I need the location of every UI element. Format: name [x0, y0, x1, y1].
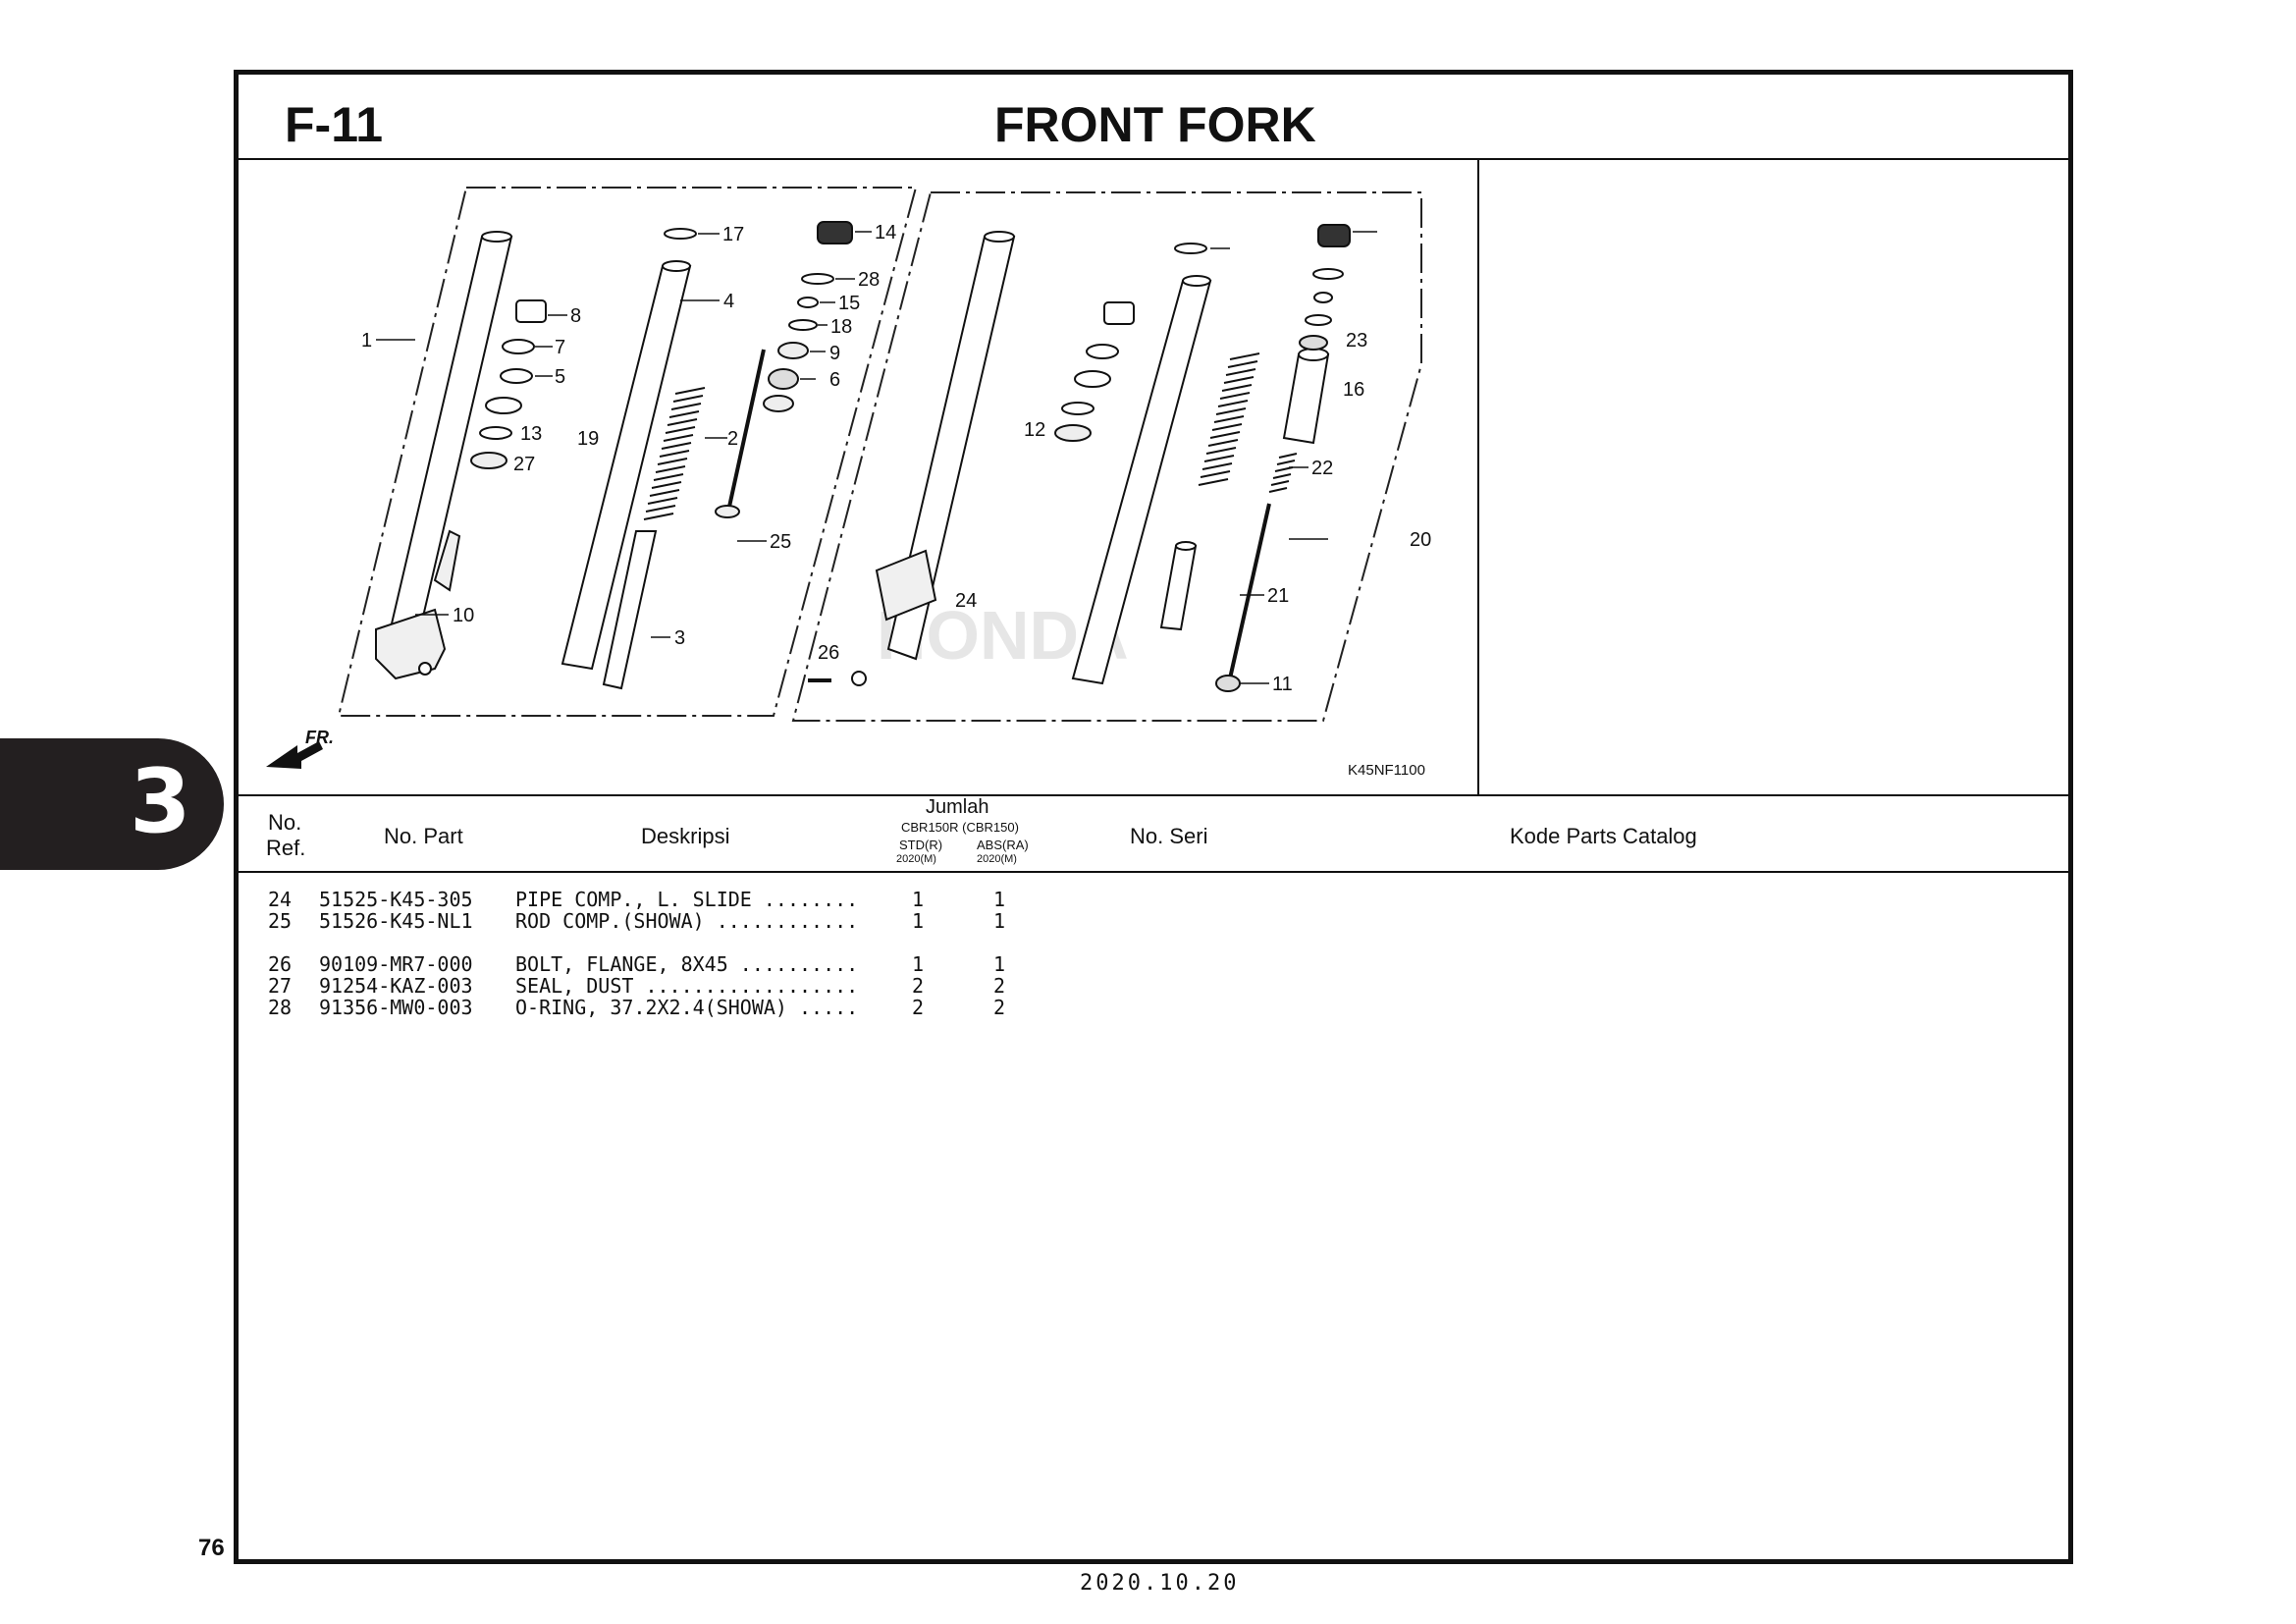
row-description: ROD COMP.(SHOWA) ............ [515, 909, 859, 933]
header-catalog-code: Kode Parts Catalog [1510, 824, 1697, 848]
callout-16: 16 [1343, 379, 1364, 401]
callout-14: 14 [875, 222, 896, 244]
row-qty-std: 2 [912, 974, 925, 998]
callout-23: 23 [1346, 330, 1367, 352]
row-qty-std: 1 [912, 952, 925, 976]
callout-11: 11 [1272, 674, 1293, 695]
row-part-no: 90109-MR7-000 [319, 952, 473, 976]
diagram-code: K45NF1100 [1348, 762, 1425, 779]
callout-26: 26 [818, 642, 839, 664]
callout-15: 15 [838, 293, 860, 314]
callout-13: 13 [520, 423, 542, 445]
header-qty-models: CBR150R (CBR150) [901, 820, 1019, 835]
callout-19: 19 [577, 428, 599, 450]
row-part-no: 51525-K45-305 [319, 888, 473, 911]
row-qty-std: 1 [912, 909, 925, 933]
section-code: F-11 [285, 97, 384, 152]
header-part-no: No. Part [384, 824, 463, 848]
row-qty-abs: 1 [993, 909, 1006, 933]
callout-17: 17 [722, 224, 744, 245]
page-number: 76 [198, 1535, 225, 1561]
callout-27: 27 [513, 454, 535, 475]
callout-1: 1 [361, 330, 372, 352]
header-qty-std-year: 2020(M) [896, 853, 936, 865]
header-qty-std: STD(R) [899, 838, 943, 852]
row-ref: 27 [268, 974, 293, 998]
header-description: Deskripsi [641, 824, 730, 848]
callout-24: 24 [955, 590, 977, 612]
row-ref: 28 [268, 996, 293, 1019]
header-ref-no: No. [268, 810, 302, 835]
row-part-no: 91356-MW0-003 [319, 996, 473, 1019]
section-tab-number: 3 [130, 750, 191, 853]
row-ref: 24 [268, 888, 293, 911]
row-qty-abs: 1 [993, 888, 1006, 911]
callout-20: 20 [1410, 529, 1431, 551]
callout-9: 9 [829, 343, 840, 364]
page-header: F-11 FRONT FORK [239, 75, 2068, 160]
row-description: BOLT, FLANGE, 8X45 .......... [515, 952, 859, 976]
callout-7: 7 [555, 337, 565, 358]
callout-10: 10 [453, 605, 474, 626]
row-description: SEAL, DUST .................. [515, 974, 859, 998]
header-quantity: Jumlah [926, 796, 989, 818]
direction-label: FR. [305, 728, 334, 747]
row-description: PIPE COMP., L. SLIDE ........ [515, 888, 859, 911]
header-serial-no: No. Seri [1130, 824, 1208, 848]
catalog-page-frame: F-11 FRONT FORK HONDA [234, 70, 2073, 1564]
front-direction-arrow-icon: FR. [266, 728, 334, 769]
callout-5: 5 [555, 366, 565, 388]
row-qty-std: 1 [912, 888, 925, 911]
callout-28: 28 [858, 269, 880, 291]
row-part-no: 91254-KAZ-003 [319, 974, 473, 998]
callout-4: 4 [723, 291, 734, 312]
front-fork-illustration: HONDA [266, 187, 1431, 779]
parts-table-header: No. Ref. No. Part Deskripsi Jumlah CBR15… [239, 794, 2068, 873]
callout-22: 22 [1311, 458, 1333, 479]
header-ref: Ref. [266, 836, 306, 860]
row-qty-std: 2 [912, 996, 925, 1019]
header-qty-abs-year: 2020(M) [977, 853, 1017, 865]
row-qty-abs: 2 [993, 996, 1006, 1019]
footer-date: 2020.10.20 [1080, 1571, 1240, 1596]
section-tab: 3 [0, 738, 224, 870]
row-ref: 26 [268, 952, 293, 976]
row-qty-abs: 1 [993, 952, 1006, 976]
callout-2: 2 [727, 428, 738, 450]
callout-6: 6 [829, 369, 840, 391]
callout-3: 3 [674, 627, 685, 649]
row-ref: 25 [268, 909, 293, 933]
row-description: O-RING, 37.2X2.4(SHOWA) ..... [515, 996, 859, 1019]
page-title: FRONT FORK [994, 97, 1316, 152]
callout-8: 8 [570, 305, 581, 327]
row-part-no: 51526-K45-NL1 [319, 909, 473, 933]
callout-25: 25 [770, 531, 791, 553]
callout-18: 18 [830, 316, 852, 338]
callout-21: 21 [1267, 585, 1289, 607]
row-qty-abs: 2 [993, 974, 1006, 998]
callout-12: 12 [1024, 419, 1045, 441]
header-qty-abs: ABS(RA) [977, 838, 1029, 852]
exploded-diagram: HONDA [239, 158, 1479, 794]
